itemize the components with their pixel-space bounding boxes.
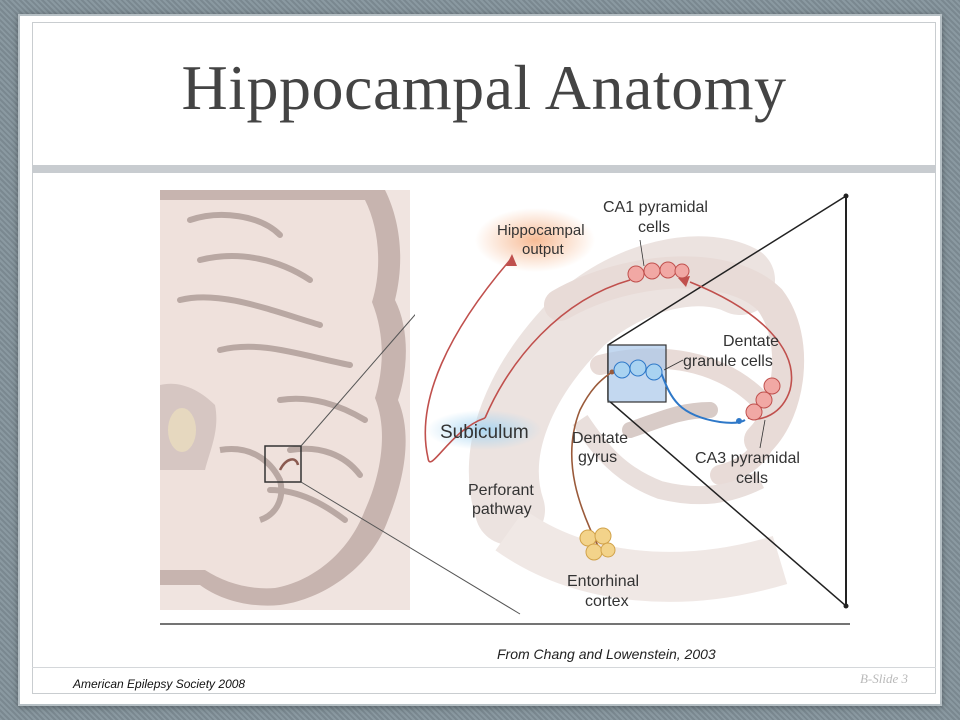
label-dentate-gyrus-line1: Dentate bbox=[572, 430, 628, 447]
label-dentate-gyrus-line2: gyrus bbox=[578, 449, 617, 466]
zoom-box bbox=[264, 445, 302, 483]
schaffer-pathway bbox=[689, 281, 793, 420]
label-ca1-line1: CA1 pyramidal bbox=[603, 199, 708, 216]
label-ca1-line2: cells bbox=[638, 219, 670, 236]
brain-section bbox=[160, 190, 410, 610]
label-entorhinal-line1: Entorhinal bbox=[567, 573, 639, 590]
label-output-line2: output bbox=[522, 241, 565, 258]
output-pathway bbox=[424, 259, 511, 463]
label-dentate-granule-line2: granule cells bbox=[683, 353, 773, 370]
footer-organization: American Epilepsy Society 2008 bbox=[73, 677, 246, 691]
hippocampus-layers bbox=[468, 236, 805, 602]
footer-divider bbox=[32, 667, 936, 668]
perforant-pathway bbox=[570, 371, 613, 551]
label-ca3-line2: cells bbox=[736, 470, 768, 487]
granule-cells bbox=[613, 359, 663, 381]
ca1-cells bbox=[627, 261, 690, 283]
slide-inner-border bbox=[32, 22, 936, 694]
entorhinal-cells bbox=[579, 527, 616, 561]
label-entorhinal-line2: cortex bbox=[585, 593, 629, 610]
ca3-cells bbox=[745, 377, 781, 421]
label-subiculum: Subiculum bbox=[440, 422, 529, 443]
label-perforant-line2: pathway bbox=[472, 501, 532, 518]
hippocampus-diagram: CA1 pyramidal cells Hippocampal output D… bbox=[160, 190, 850, 625]
label-output-line1: Hippocampal bbox=[497, 222, 585, 239]
slide-number: B-Slide 3 bbox=[859, 671, 908, 686]
label-dentate-granule-line1: Dentate bbox=[723, 333, 779, 350]
slide-title: Hippocampal Anatomy bbox=[181, 52, 787, 123]
subiculum-glow bbox=[426, 410, 542, 450]
image-credit: From Chang and Lowenstein, 2003 bbox=[497, 646, 716, 662]
output-glow bbox=[475, 208, 595, 272]
label-ca3-line1: CA3 pyramidal bbox=[695, 450, 800, 467]
label-perforant-line1: Perforant bbox=[468, 482, 534, 499]
title-divider bbox=[32, 165, 936, 173]
